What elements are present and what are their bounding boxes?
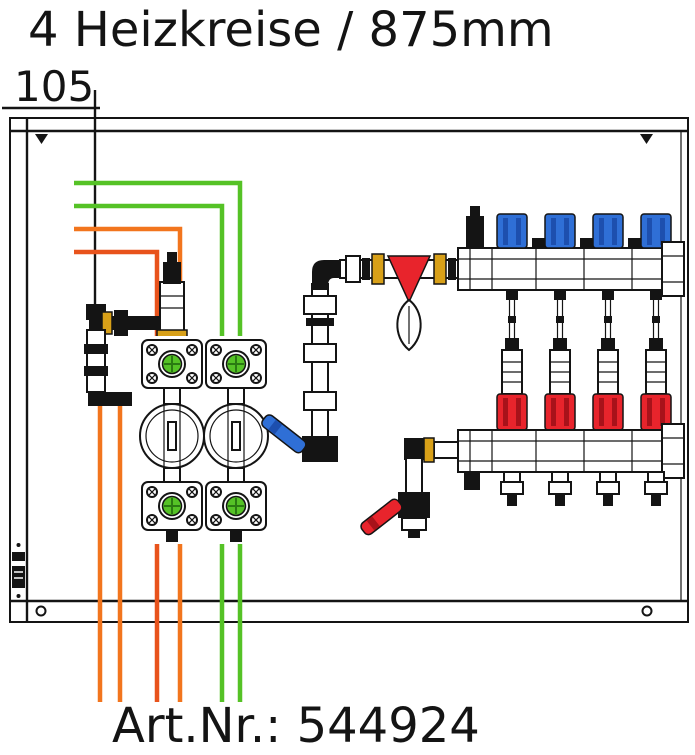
blue-cap-3 — [592, 213, 624, 249]
top-manifold — [457, 206, 685, 297]
blue-cap-2 — [544, 213, 576, 249]
supply-line-2 — [74, 249, 160, 702]
drawing-title: 4 Heizkreise / 875mm — [28, 2, 554, 58]
brass-union-icon — [371, 253, 385, 285]
mounting-mark-left-icon — [35, 134, 48, 144]
blue-valve-handle — [261, 414, 307, 454]
supply-line-1 — [74, 226, 183, 702]
air-vent-icon — [466, 216, 484, 248]
screw-right-icon — [641, 605, 653, 617]
brass-union-icon — [101, 311, 113, 335]
left-connection-group — [84, 252, 188, 406]
pump-valve-group — [261, 253, 459, 462]
meter-unit-1 — [140, 336, 204, 544]
dimension-line-105 — [2, 90, 100, 316]
bottom-manifold — [457, 423, 685, 507]
brass-union-icon — [433, 253, 447, 285]
cabinet-frame — [9, 117, 689, 623]
red-valve-handle — [360, 498, 403, 536]
dimension-label: 105 — [14, 62, 95, 111]
mounting-mark-right-icon — [640, 134, 653, 144]
meter-unit-2 — [204, 336, 268, 544]
blue-cap-1 — [496, 213, 528, 249]
brass-union-icon — [423, 437, 435, 463]
screw-left-icon — [35, 605, 47, 617]
article-number-label: Art.Nr.: 544924 — [112, 698, 480, 754]
fill-drain-valve-group — [360, 437, 459, 538]
cabinet-lock-detail — [12, 543, 25, 598]
check-valve-red-cone-icon — [386, 255, 432, 304]
